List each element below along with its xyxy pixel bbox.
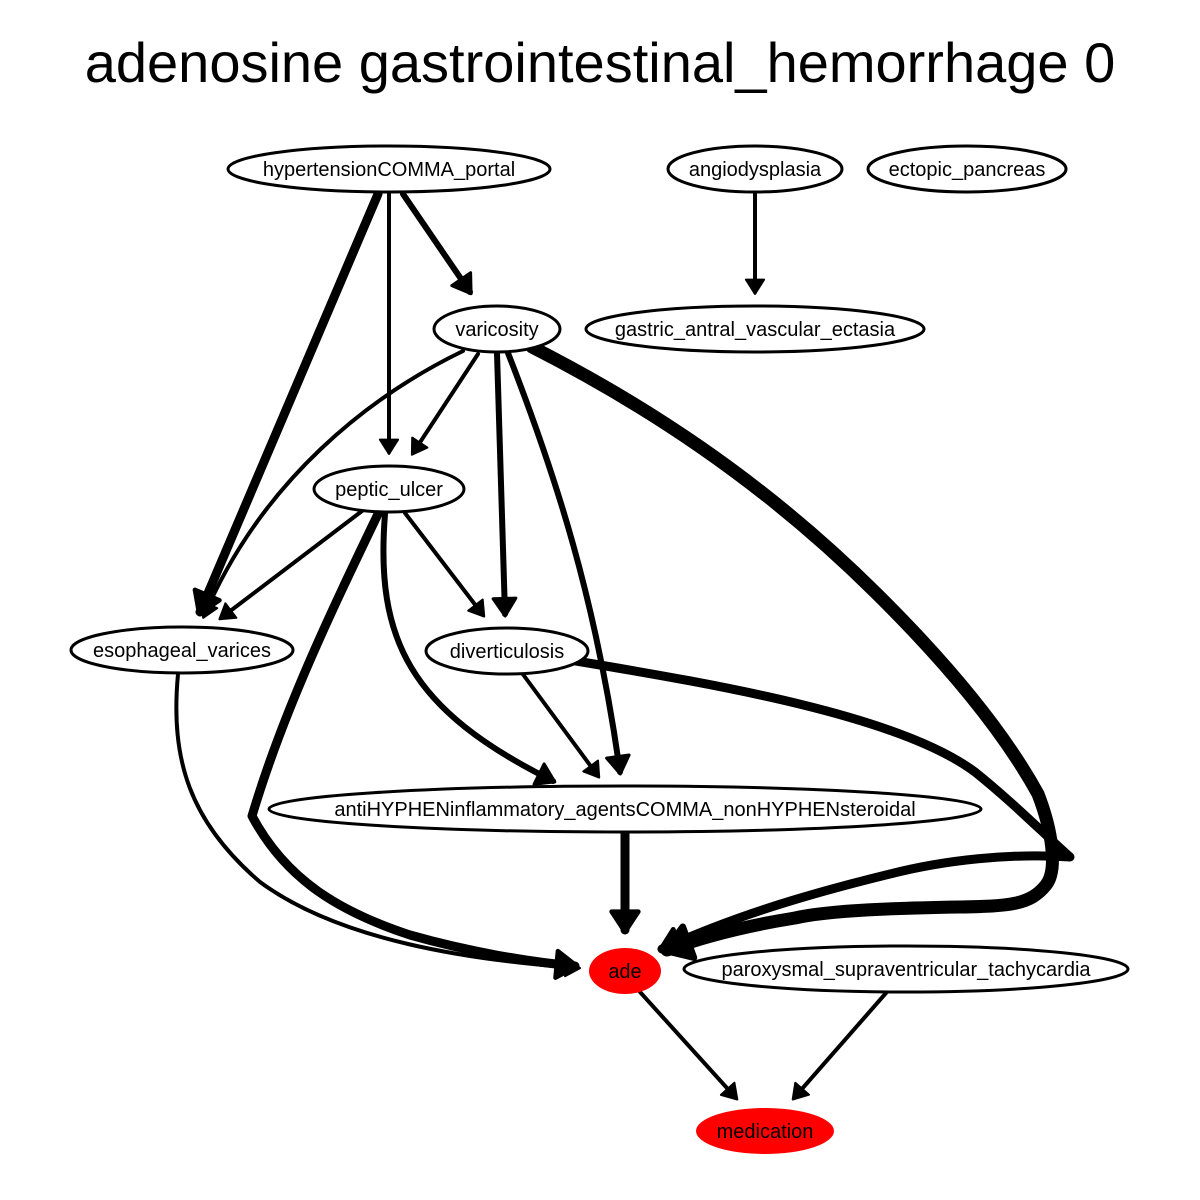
edge-line [571, 656, 1075, 954]
edge-peptic_ulcer-to-diverticulosis [403, 511, 486, 618]
arrowhead [467, 598, 486, 618]
edge-varicosity-to-diverticulosis [491, 350, 518, 618]
edge-line [380, 511, 556, 784]
edge-line [400, 191, 473, 295]
node-label: medication [717, 1121, 814, 1143]
node-ellipse [584, 304, 926, 354]
edge-varicosity-to-esophageal_varices [199, 349, 465, 619]
node-psvt[interactable]: paroxysmal_supraventricular_tachycardia [682, 944, 1130, 994]
edge-line [403, 511, 485, 617]
edge-line [219, 509, 364, 620]
node-ellipse [226, 144, 552, 194]
diagram-title: adenosine gastrointestinal_hemorrhage 0 [85, 31, 1115, 94]
edge-angiodysplasia-to-gastric_antral_vascular_ectasia [744, 192, 766, 295]
arrowhead [450, 271, 473, 296]
arrowhead [218, 602, 238, 621]
node-label: gastric_antral_vascular_ectasia [615, 319, 896, 341]
node-hypertension-portal[interactable]: hypertensionCOMMA_portal [226, 144, 552, 194]
node-ectopic-pancreas[interactable]: ectopic_pancreas [866, 144, 1068, 194]
node-ellipse [267, 784, 983, 834]
edge-line [520, 671, 600, 778]
edge-line [174, 672, 580, 970]
node-label: peptic_ulcer [335, 479, 443, 501]
edge-diverticulosis-to-nsaids [520, 671, 601, 779]
node-medication[interactable]: medication [696, 1108, 834, 1154]
arrowhead [582, 759, 601, 779]
edge-line [411, 352, 480, 455]
edges-layer [174, 189, 1075, 1101]
node-ellipse [682, 944, 1130, 994]
edge-hypertension_portal-to-varicosity [400, 191, 473, 296]
node-diverticulosis[interactable]: diverticulosis [424, 626, 590, 676]
arrowhead [199, 600, 219, 619]
node-label: antiHYPHENinflammatory_agentsCOMMA_nonHY… [334, 799, 915, 821]
node-label: diverticulosis [450, 641, 564, 663]
edge-diverticulosis-to-ade [571, 656, 1075, 956]
arrowhead [719, 1081, 739, 1101]
arrowhead [378, 438, 400, 455]
edge-varicosity-to-ade [525, 340, 1059, 961]
edge-line [638, 990, 738, 1100]
node-label: ade [608, 961, 641, 983]
arrowhead [564, 957, 581, 978]
node-gastric-antral-vascular-ectasia[interactable]: gastric_antral_vascular_ectasia [584, 304, 926, 354]
node-ellipse [69, 625, 295, 675]
edge-line [247, 509, 580, 971]
node-label: varicosity [455, 319, 538, 341]
edge-psvt-to-medication [791, 991, 888, 1101]
node-label: hypertensionCOMMA_portal [263, 159, 515, 181]
edge-line [202, 349, 465, 618]
node-angiodysplasia[interactable]: angiodysplasia [666, 144, 844, 194]
node-ade[interactable]: ade [589, 948, 661, 994]
nodes-layer: hypertensionCOMMA_portal angiodysplasia ec… [69, 144, 1130, 1154]
node-nsaids[interactable]: antiHYPHENinflammatory_agentsCOMMA_nonHY… [267, 784, 983, 834]
edge-line [505, 350, 623, 775]
edge-line [494, 350, 508, 617]
edge-hypertension_portal-to-peptic_ulcer [378, 192, 400, 455]
arrowhead [744, 278, 766, 295]
edge-line [195, 189, 383, 617]
node-ellipse [312, 464, 466, 514]
edge-hypertension_portal-to-esophageal_varices [192, 189, 383, 617]
node-ellipse [696, 1108, 834, 1154]
node-varicosity[interactable]: varicosity [432, 304, 562, 354]
node-ellipse [666, 144, 844, 194]
arrowhead [657, 926, 687, 956]
node-peptic-ulcer[interactable]: peptic_ulcer [312, 464, 466, 514]
edge-varicosity-to-nsaids [505, 350, 631, 776]
edge-peptic_ulcer-to-nsaids [380, 511, 557, 786]
node-esophageal-varices[interactable]: esophageal_varices [69, 625, 295, 675]
edge-peptic_ulcer-to-esophageal_varices [218, 509, 364, 621]
node-label: angiodysplasia [689, 159, 822, 181]
node-ellipse [589, 948, 661, 994]
node-ellipse [432, 304, 562, 354]
edge-esophageal_varices-to-ade [174, 672, 581, 978]
arrowhead [791, 1081, 810, 1101]
node-label: esophageal_varices [93, 640, 271, 662]
arrowhead [532, 762, 557, 786]
edge-line [792, 991, 888, 1100]
node-label: paroxysmal_supraventricular_tachycardia [721, 959, 1091, 981]
edge-nsaids-to-ade [609, 828, 641, 935]
arrowhead [605, 753, 631, 776]
edge-ade-to-medication [638, 990, 739, 1101]
arrowhead [609, 909, 641, 935]
arrowhead [410, 436, 429, 456]
node-ellipse [424, 626, 590, 676]
arrowhead [491, 596, 518, 618]
edge-varicosity-to-peptic_ulcer [410, 352, 480, 456]
node-label: ectopic_pancreas [889, 159, 1046, 181]
node-ellipse [866, 144, 1068, 194]
